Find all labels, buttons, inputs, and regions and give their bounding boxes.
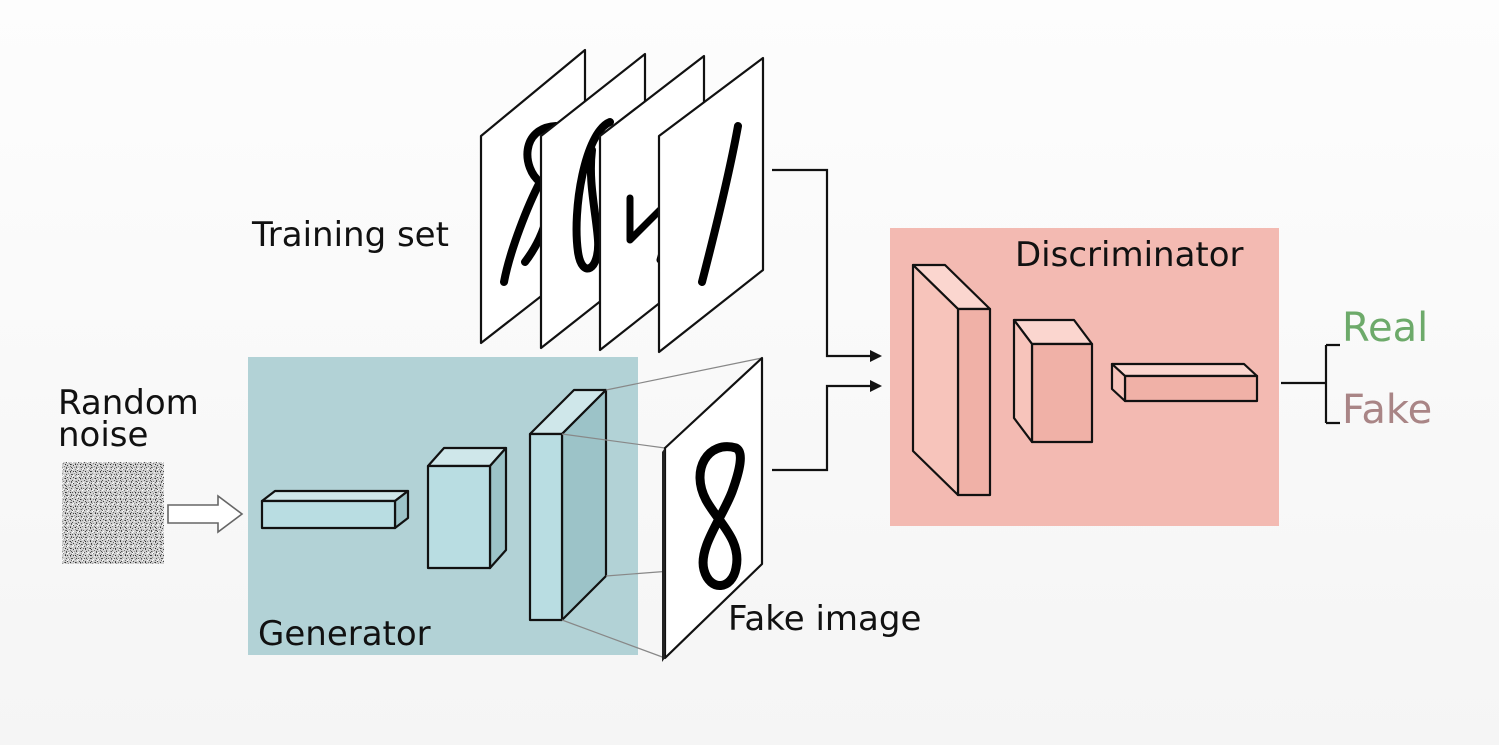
generator-layer-2 xyxy=(426,446,508,570)
random-noise-label-line2: noise xyxy=(58,415,148,455)
real-output-label: Real xyxy=(1342,305,1428,351)
discriminator-layer-1 xyxy=(911,263,992,497)
connectors xyxy=(772,168,882,472)
discriminator-layer-2 xyxy=(1012,318,1094,444)
training-set-label: Training set xyxy=(251,215,449,255)
fake-output-label: Fake xyxy=(1342,387,1432,433)
fake-digit xyxy=(695,442,745,590)
fake-data-connector xyxy=(772,380,882,472)
random-noise: Random noise xyxy=(58,383,244,564)
generator-panel: Generator xyxy=(248,357,638,655)
generator-label: Generator xyxy=(258,614,431,654)
discriminator-layer-3 xyxy=(1110,362,1259,403)
training-set: Training set xyxy=(251,48,765,354)
real-data-connector xyxy=(772,168,882,362)
training-card-4 xyxy=(657,56,765,354)
generator-layer-3 xyxy=(528,388,608,622)
fake-image-label: Fake image xyxy=(728,599,921,639)
fake-image: Fake image xyxy=(662,356,921,662)
output-branch: Real Fake xyxy=(1281,305,1432,433)
random-noise-label-line1: Random xyxy=(58,383,199,423)
discriminator-panel: Discriminator xyxy=(890,228,1279,526)
noise-input-arrow xyxy=(167,494,244,534)
generator-layer-1 xyxy=(260,489,410,530)
discriminator-label: Discriminator xyxy=(1015,235,1244,275)
